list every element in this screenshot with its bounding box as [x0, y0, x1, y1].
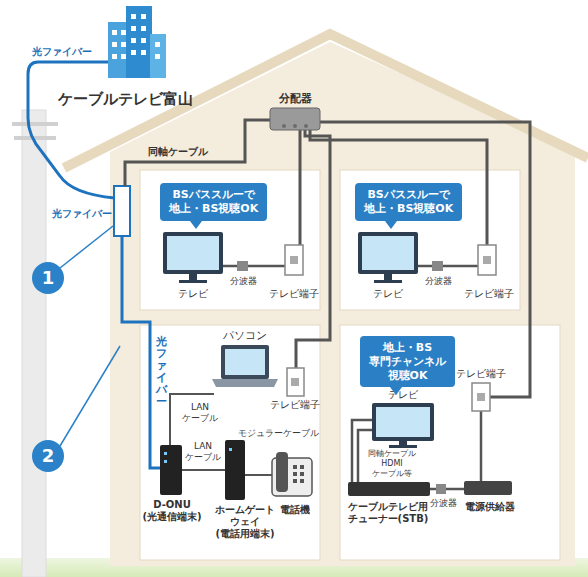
cable-label: 同軸ケーブル: [368, 449, 416, 459]
power-supply: [464, 481, 512, 495]
callout-bubble: 地上・BS 専門チャンネル 視聴OK: [360, 336, 455, 387]
diplexer: [237, 261, 248, 271]
callout-number: 2: [32, 440, 64, 472]
room: [340, 325, 560, 560]
set-top-box: [348, 482, 430, 496]
leader-line: [60, 226, 113, 268]
coax-cable: [223, 265, 285, 268]
cable-label: 光ファイバー: [52, 208, 112, 220]
part-name: 分波器: [230, 276, 257, 287]
part-name: ホームゲート ウェイ (電話用端末): [215, 504, 275, 540]
room: [140, 325, 320, 560]
part-name: テレビ端子: [269, 288, 319, 300]
cable-label: LAN ケーブル: [182, 402, 218, 424]
part-name: D-ONU (光通信端末): [142, 499, 201, 523]
tv-set: [372, 403, 434, 448]
onu-device: [160, 445, 182, 495]
coax-cable: [418, 265, 480, 268]
bubble-tail: [385, 221, 397, 229]
home-gateway: [225, 440, 245, 500]
termination-box: [114, 186, 130, 236]
callout-text: BSパススルーで 地上・BS視聴OK: [364, 188, 453, 216]
utility-pole: [12, 110, 58, 577]
tv-outlet: [287, 368, 304, 396]
part-name: パソコン: [223, 329, 267, 342]
fiber-cable: [122, 236, 160, 468]
tv-outlet: [472, 383, 490, 411]
laptop: [212, 345, 278, 387]
callout-number: 2: [42, 445, 55, 468]
cable-label: モジュラーケーブル: [238, 428, 319, 439]
part-name: テレビ端子: [464, 288, 514, 300]
part-name: テレビ: [373, 288, 403, 300]
callout-bubble: BSパススルーで 地上・BS視聴OK: [160, 183, 267, 221]
building: [108, 6, 166, 78]
cable-label: 光ファイバー: [32, 46, 92, 58]
modular-cable: [245, 474, 272, 476]
tv-set: [358, 232, 418, 283]
house-body: [110, 42, 575, 566]
splitter-box: [270, 108, 320, 130]
diplexer: [436, 484, 446, 494]
part-name: 分波器: [425, 276, 452, 287]
tv-set: [163, 232, 223, 283]
room: [140, 170, 320, 310]
part-name: テレビ: [178, 288, 208, 300]
tv-outlet: [285, 245, 303, 275]
part-name: ケーブルテレビ用 チューナー(STB): [348, 501, 429, 525]
callout-text: 地上・BS 専門チャンネル 視聴OK: [369, 341, 446, 382]
company-name: ケーブルテレビ富山: [58, 90, 193, 108]
cable-label: 同軸ケーブル: [148, 146, 208, 158]
bubble-tail: [390, 387, 402, 395]
cable-label: LAN ケーブル: [185, 441, 221, 463]
diplexer: [432, 261, 443, 271]
callout-text: BSパススルーで 地上・BS視聴OK: [169, 188, 258, 216]
part-name: 電話機: [280, 504, 310, 516]
callout-number: 1: [32, 262, 64, 294]
part-name: テレビ端子: [456, 368, 506, 380]
bubble-tail: [190, 221, 202, 229]
coax-cable: [125, 120, 530, 397]
cable-label: 光ファイバー: [156, 336, 167, 409]
room: [340, 170, 520, 310]
callout-bubble: BSパススルーで 地上・BS視聴OK: [355, 183, 462, 221]
fiber-cable: [28, 62, 115, 198]
cable-label: HDMI ケーブル等: [372, 459, 412, 478]
part-name: 分波器: [430, 498, 457, 509]
leader-line: [60, 346, 120, 446]
part-name: テレビ端子: [270, 399, 320, 411]
av-cable: [352, 411, 481, 489]
part-name: 電源供給器: [465, 501, 515, 513]
telephone: [272, 452, 312, 496]
callout-number: 1: [42, 267, 55, 290]
tv-outlet: [478, 245, 496, 275]
part-name: 分配器: [279, 92, 312, 105]
